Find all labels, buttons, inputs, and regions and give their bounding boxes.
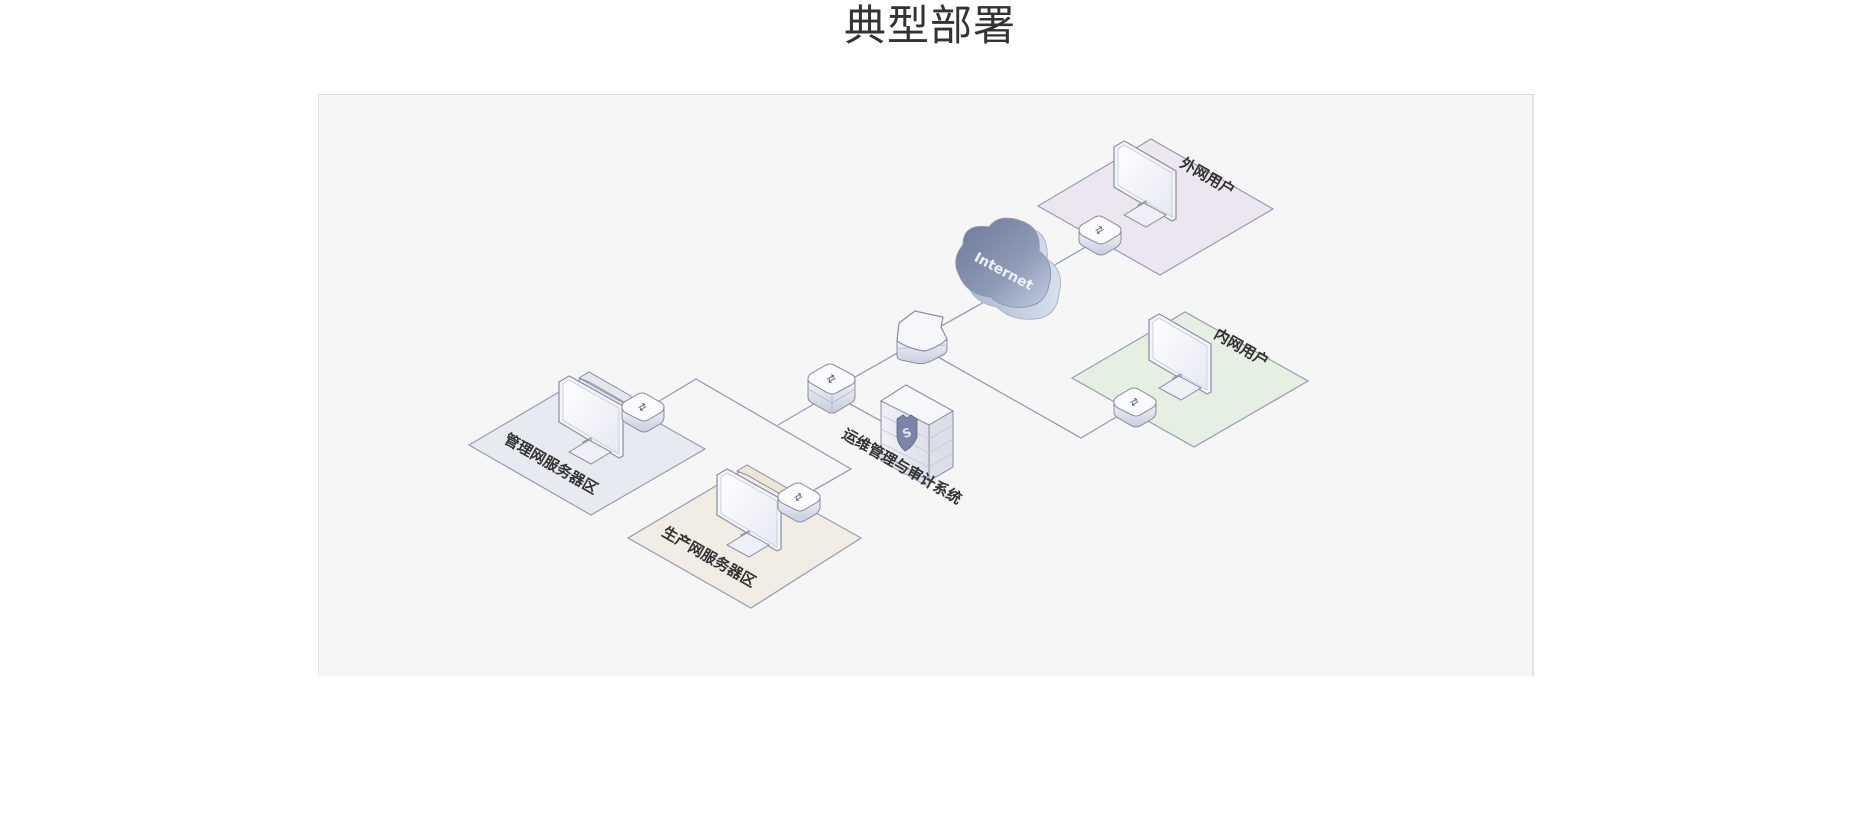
shield-icon [896,414,918,452]
link-mgmt-prod-bus [655,378,853,494]
audit-system: S [876,384,955,488]
deployment-diagram: ⇄ ⇄ ⇄ ⇄ ⇄ [467,138,1310,609]
page-title: 典型部署 [843,1,1016,50]
switch-internal: ⇄ [1113,387,1157,428]
core-switch: ⇄ [807,363,856,414]
security-gateway [896,310,948,365]
switch-prod: ⇄ [777,482,821,523]
link-gateway-internal [930,352,1124,439]
link-internet-gateway [935,300,987,330]
monitor-mgmt-servers [558,371,632,465]
deployment-diagram-panel: ⇄ ⇄ ⇄ ⇄ ⇄ [318,94,1534,676]
switch-external: ⇄ [1078,215,1122,256]
internet-cloud: Internet [955,217,1061,320]
switch-mgmt: ⇄ [621,392,665,433]
monitor-prod-servers [716,464,790,558]
monitor-external-users [1113,140,1177,228]
link-core-junction [777,400,820,426]
monitor-internal-users [1148,313,1212,401]
network-links [655,240,1124,494]
